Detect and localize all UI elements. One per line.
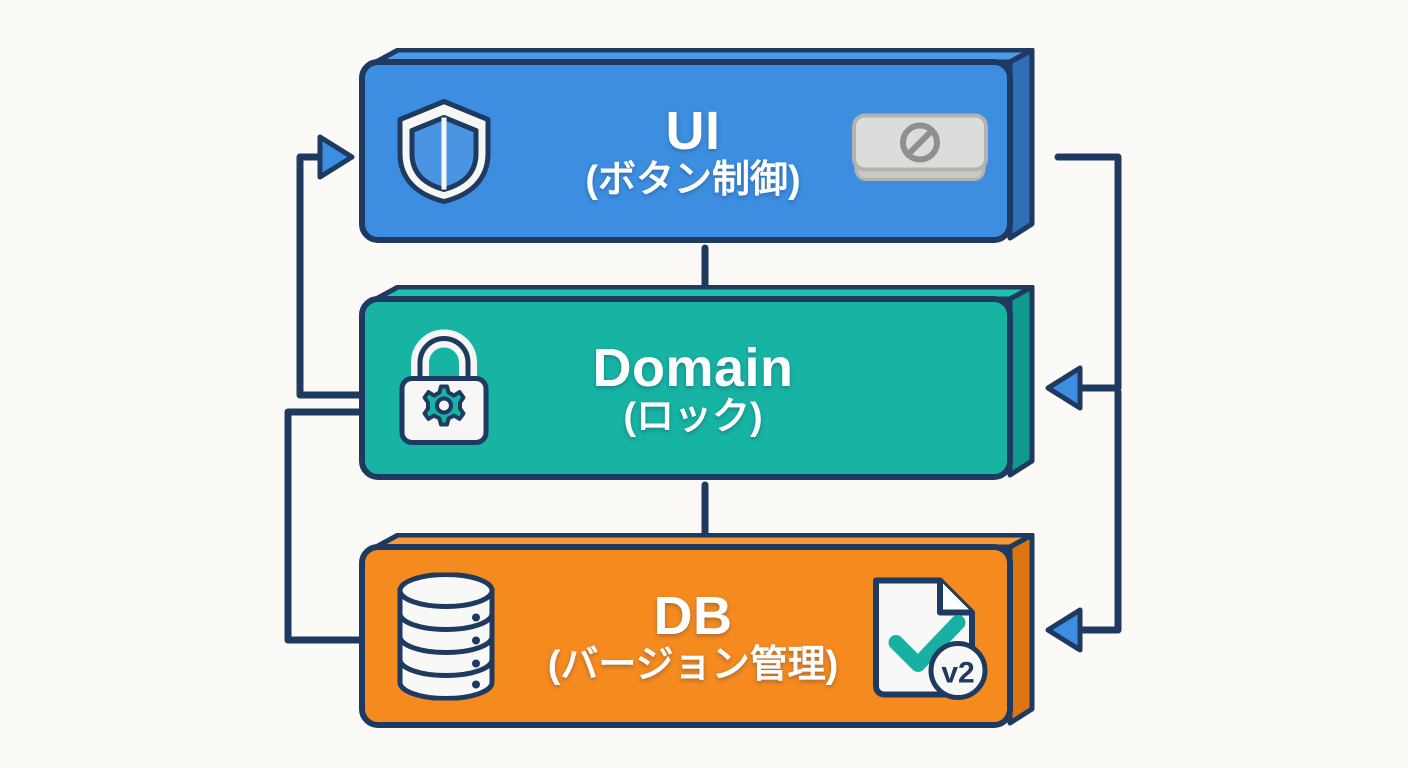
domain-box-content: Domain (ロック) (354, 297, 1032, 485)
domain-box-labels: Domain (ロック) (592, 338, 794, 441)
domain-subtitle: (ロック) (623, 396, 763, 439)
arrowhead-into-ui (317, 134, 355, 180)
database-cylinder-icon (392, 572, 500, 706)
ui-subtitle: (ボタン制御) (585, 159, 801, 202)
lock-gear-icon (392, 329, 496, 454)
arrowhead-into-domain (1045, 365, 1083, 411)
wire-ui-to-domain-right (1054, 153, 1122, 392)
wire-domain-feedback-to-ui (296, 153, 364, 399)
db-box-shape (359, 533, 1035, 728)
domain-title: Domain (592, 338, 794, 399)
db-title: DB (653, 586, 733, 647)
domain-box-shape (359, 285, 1035, 480)
wire-db-feedback-to-ui (284, 408, 364, 644)
db-box-content: DB (バージョン管理) v2 (354, 545, 1032, 733)
document-check-icon: v2 (866, 571, 990, 708)
layer-box-db[interactable]: DB (バージョン管理) v2 (354, 533, 1054, 733)
db-subtitle: (バージョン管理) (547, 644, 839, 687)
ui-title: UI (665, 101, 721, 162)
layer-box-ui[interactable]: UI (ボタン制御) (354, 48, 1054, 248)
ui-box-shape (359, 48, 1035, 243)
version-badge-label: v2 (941, 657, 974, 690)
db-box-labels: DB (バージョン管理) (547, 586, 839, 689)
ui-box-content: UI (ボタン制御) (354, 60, 1032, 248)
shield-icon (392, 96, 496, 213)
ui-box-labels: UI (ボタン制御) (585, 101, 801, 204)
layer-box-domain[interactable]: Domain (ロック) (354, 285, 1054, 485)
disabled-button-icon (850, 112, 990, 197)
arrowhead-into-db (1045, 607, 1083, 653)
wire-domain-to-db-right (1074, 388, 1122, 634)
